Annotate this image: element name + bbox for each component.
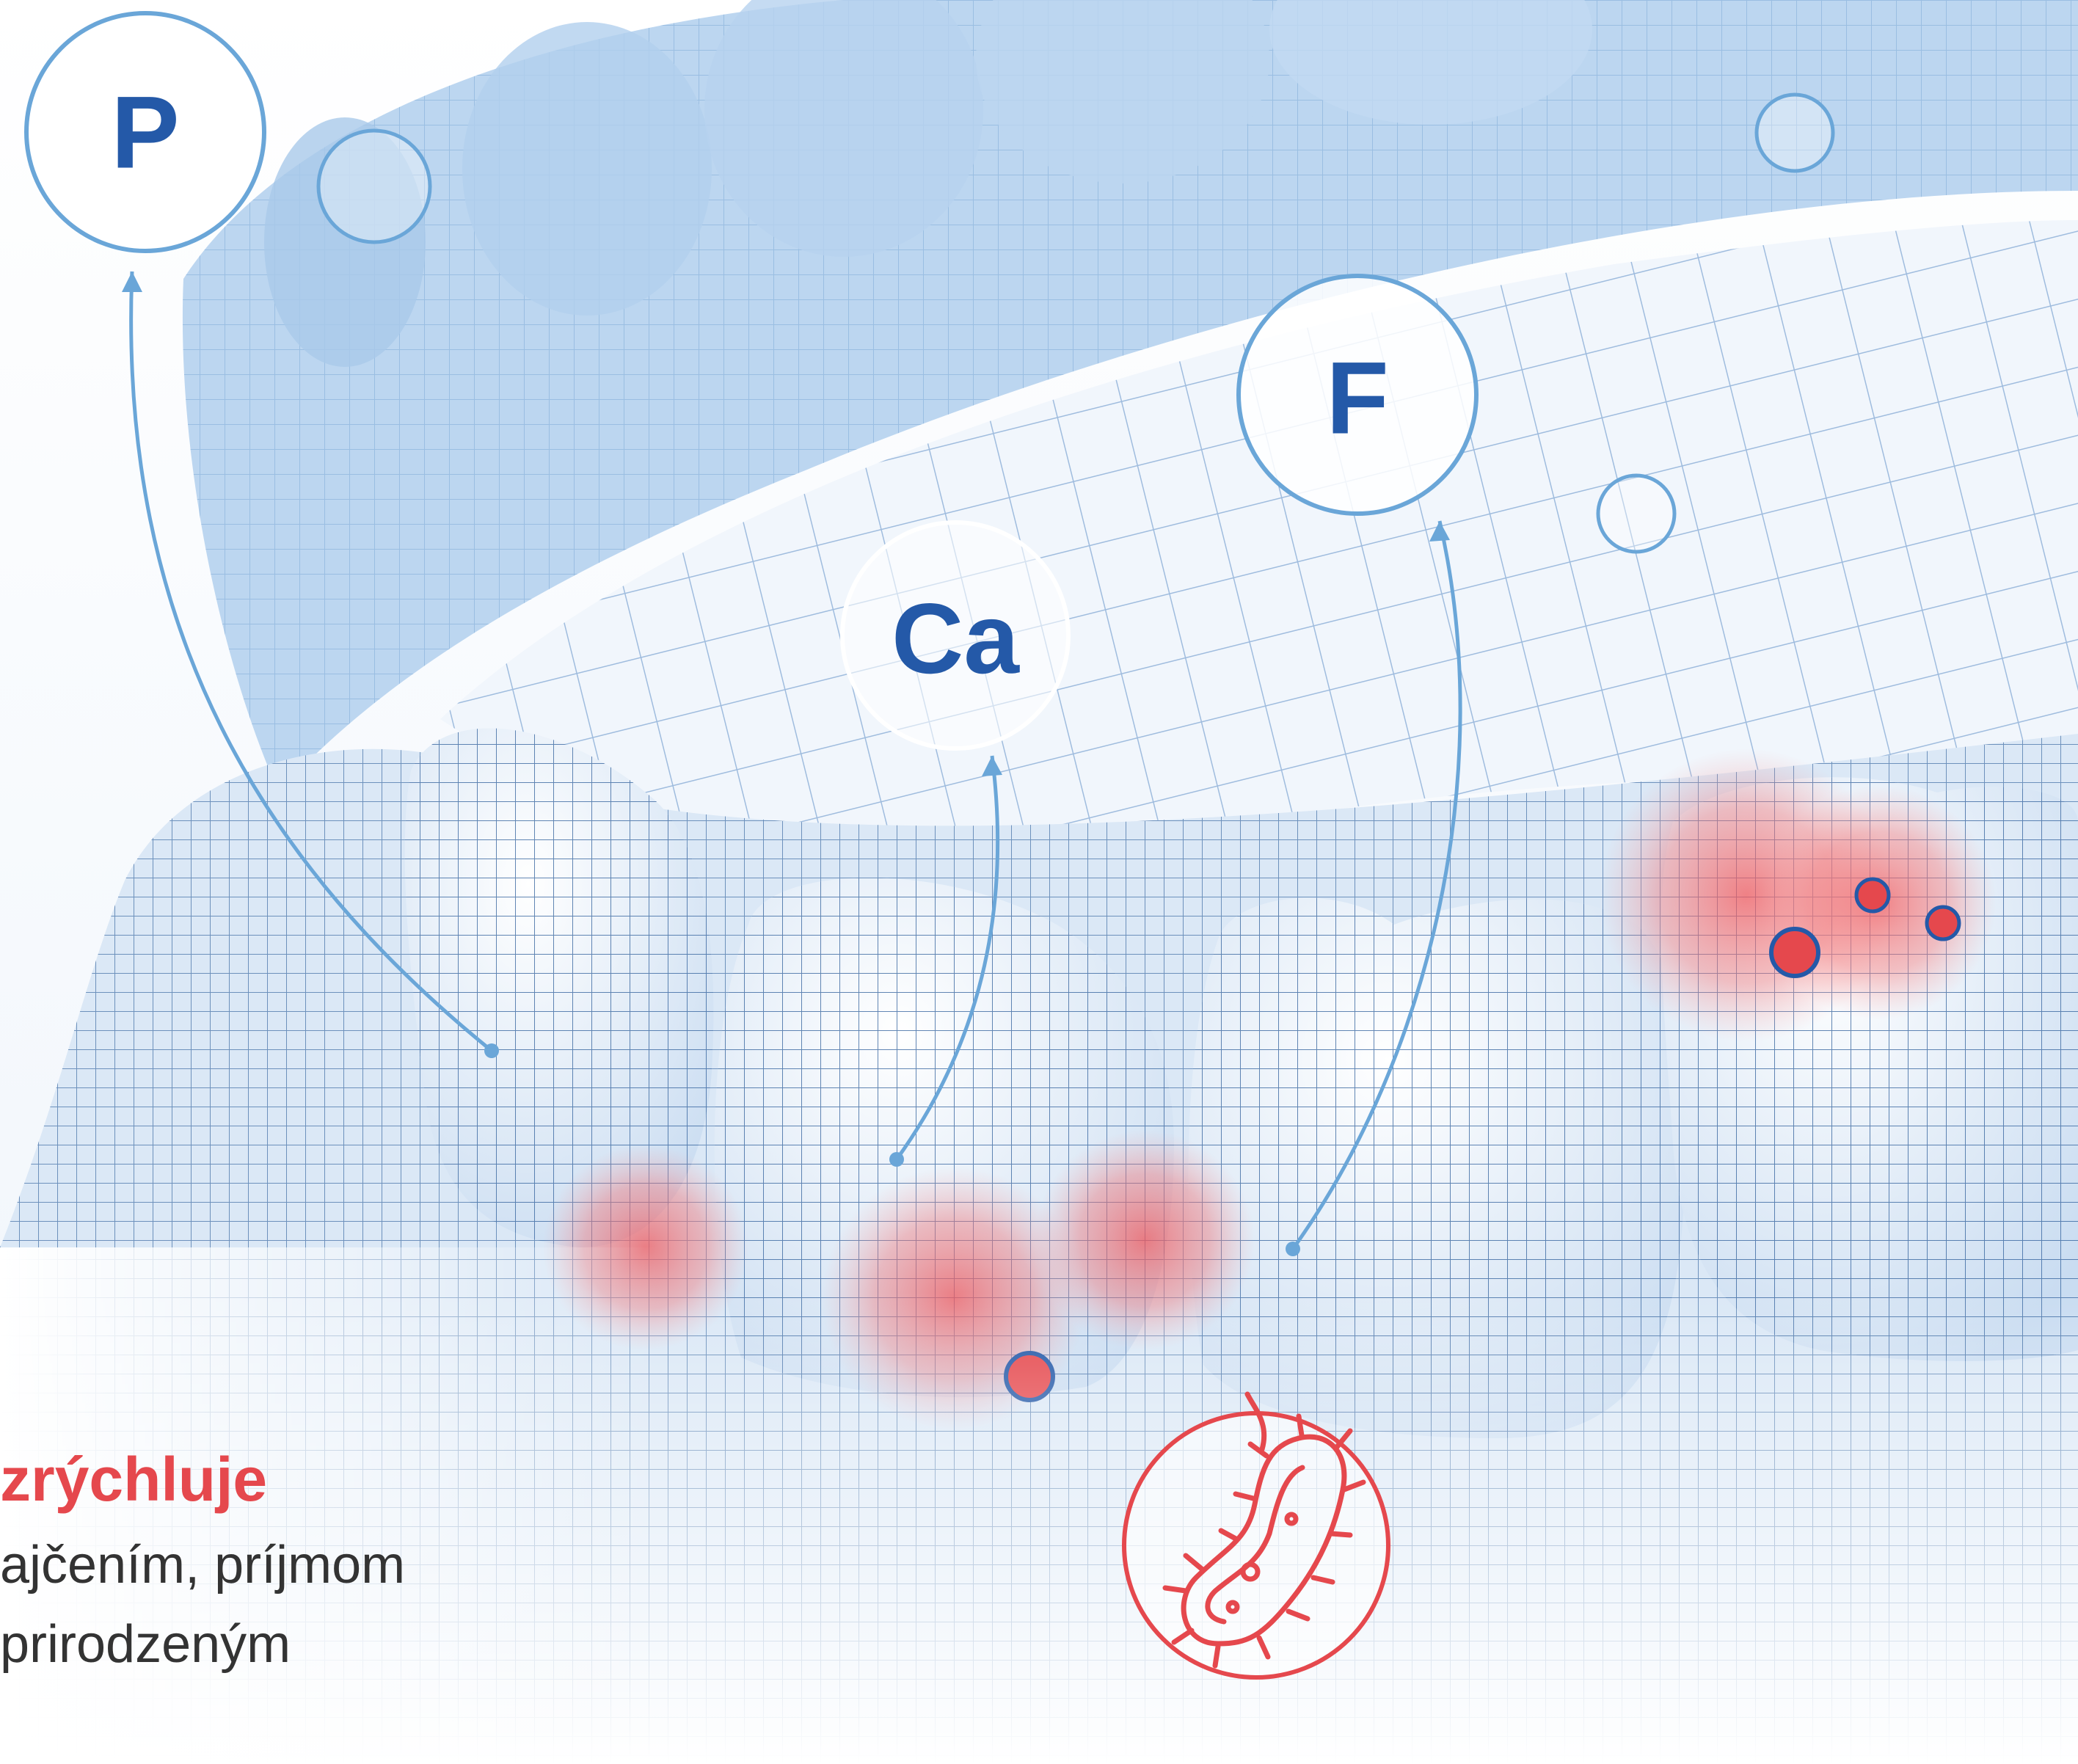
caries-dot bbox=[1856, 879, 1889, 911]
element-bubble-ca: Ca bbox=[842, 522, 1068, 748]
bubble-circle bbox=[318, 131, 430, 242]
connector-dot bbox=[889, 1152, 904, 1167]
element-label-f: F bbox=[1326, 340, 1389, 456]
connector-dot bbox=[484, 1043, 499, 1058]
caries-dot bbox=[1927, 907, 1959, 939]
connector-dot bbox=[1286, 1242, 1300, 1256]
element-bubble-f: F bbox=[1239, 276, 1476, 514]
bubble-circle bbox=[1757, 95, 1833, 171]
caption-line-1: ajčením, príjmom bbox=[0, 1535, 405, 1595]
caption-headline: zrýchluje bbox=[0, 1444, 267, 1515]
bubble-circle bbox=[1598, 475, 1674, 552]
element-label-ca: Ca bbox=[892, 583, 1020, 694]
element-label-p: P bbox=[111, 75, 179, 190]
caption-line-2: prirodzeným bbox=[0, 1614, 291, 1674]
caries-dot bbox=[1771, 929, 1818, 976]
element-bubble-p: P bbox=[26, 13, 264, 251]
